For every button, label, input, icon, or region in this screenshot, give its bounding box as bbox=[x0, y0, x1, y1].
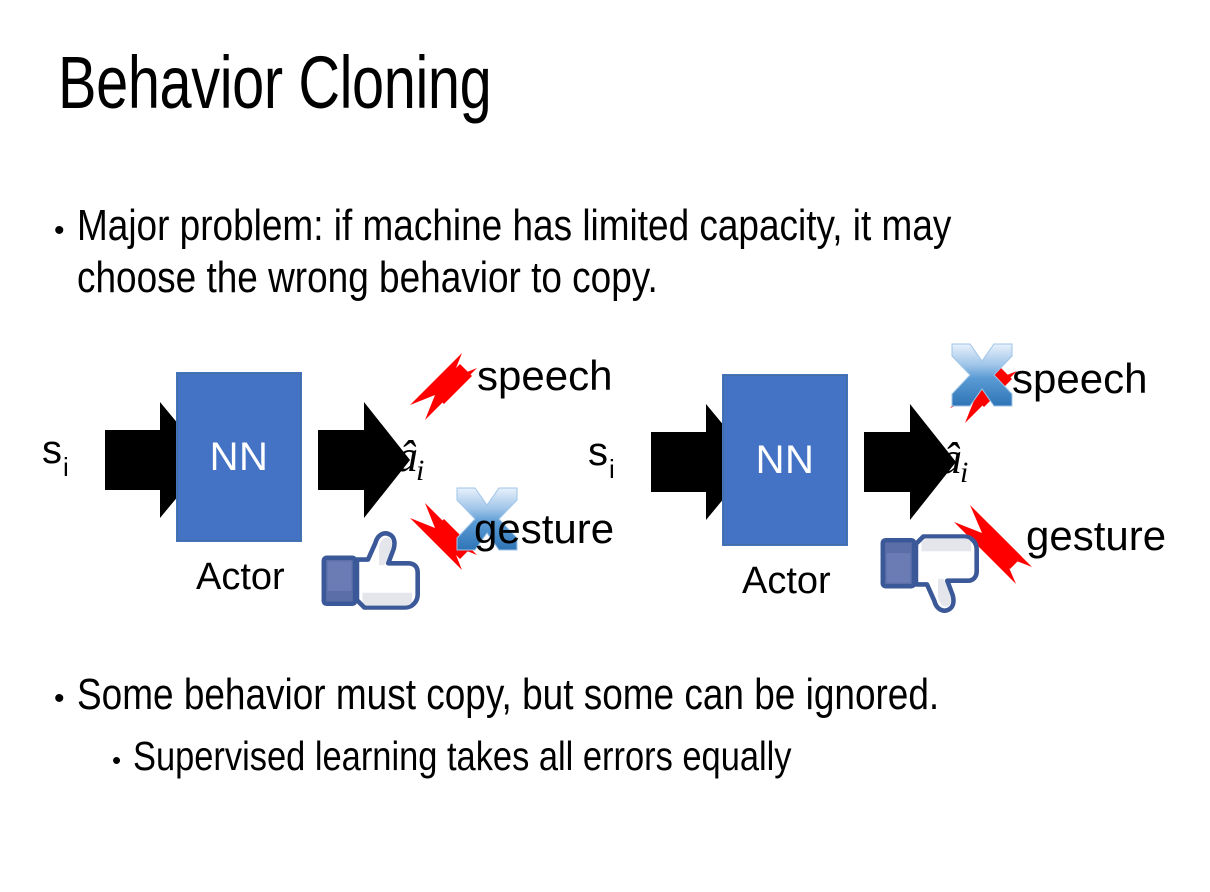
state-label-right: si bbox=[588, 430, 615, 484]
output-label-speech-right: speech bbox=[1012, 355, 1148, 402]
bullet-marker-icon: • bbox=[54, 214, 65, 247]
cross-out-speech-icon bbox=[951, 343, 1013, 407]
bullet-text-2: Some behavior must copy, but some can be… bbox=[76, 670, 939, 719]
bullet-marker-icon: • bbox=[112, 745, 122, 775]
output-arrow-icon bbox=[864, 404, 956, 520]
speech-arrow-icon bbox=[410, 353, 477, 420]
output-label-speech-left: speech bbox=[477, 352, 613, 399]
output-label-gesture-right: gesture bbox=[1026, 512, 1167, 559]
output-arrow-icon bbox=[318, 402, 410, 518]
bullet-marker-icon: • bbox=[54, 682, 65, 715]
state-label-left: si bbox=[42, 428, 69, 482]
diagram-right: si bbox=[546, 330, 1166, 640]
action-label-left: âi bbox=[396, 432, 425, 487]
page-title: Behavior Cloning bbox=[58, 41, 492, 124]
bullet-text-3: Supervised learning takes all errors equ… bbox=[133, 733, 792, 779]
cross-out-gesture-icon bbox=[456, 487, 518, 551]
action-label-right: âi bbox=[940, 434, 969, 489]
gesture-arrow-icon bbox=[954, 505, 1032, 584]
bullet-text-1: Major problem: if machine has limited ca… bbox=[76, 201, 951, 302]
left-diagram-graphics bbox=[105, 353, 518, 570]
bullet-item-3: • Supervised learning takes all errors e… bbox=[112, 733, 1152, 780]
nn-box-left: NN bbox=[176, 372, 302, 542]
bullet-item-2: • Some behavior must copy, but some can … bbox=[54, 670, 1154, 721]
nn-box-label: NN bbox=[755, 437, 815, 482]
nn-box-label: NN bbox=[209, 434, 269, 479]
nn-box-right: NN bbox=[722, 374, 848, 546]
output-label-gesture-left: gesture bbox=[474, 505, 615, 552]
bullet-item-1: • Major problem: if machine has limited … bbox=[54, 200, 1124, 304]
actor-caption-left: Actor bbox=[196, 556, 285, 598]
diagram-left: si bbox=[0, 330, 614, 640]
actor-caption-right: Actor bbox=[742, 560, 831, 602]
